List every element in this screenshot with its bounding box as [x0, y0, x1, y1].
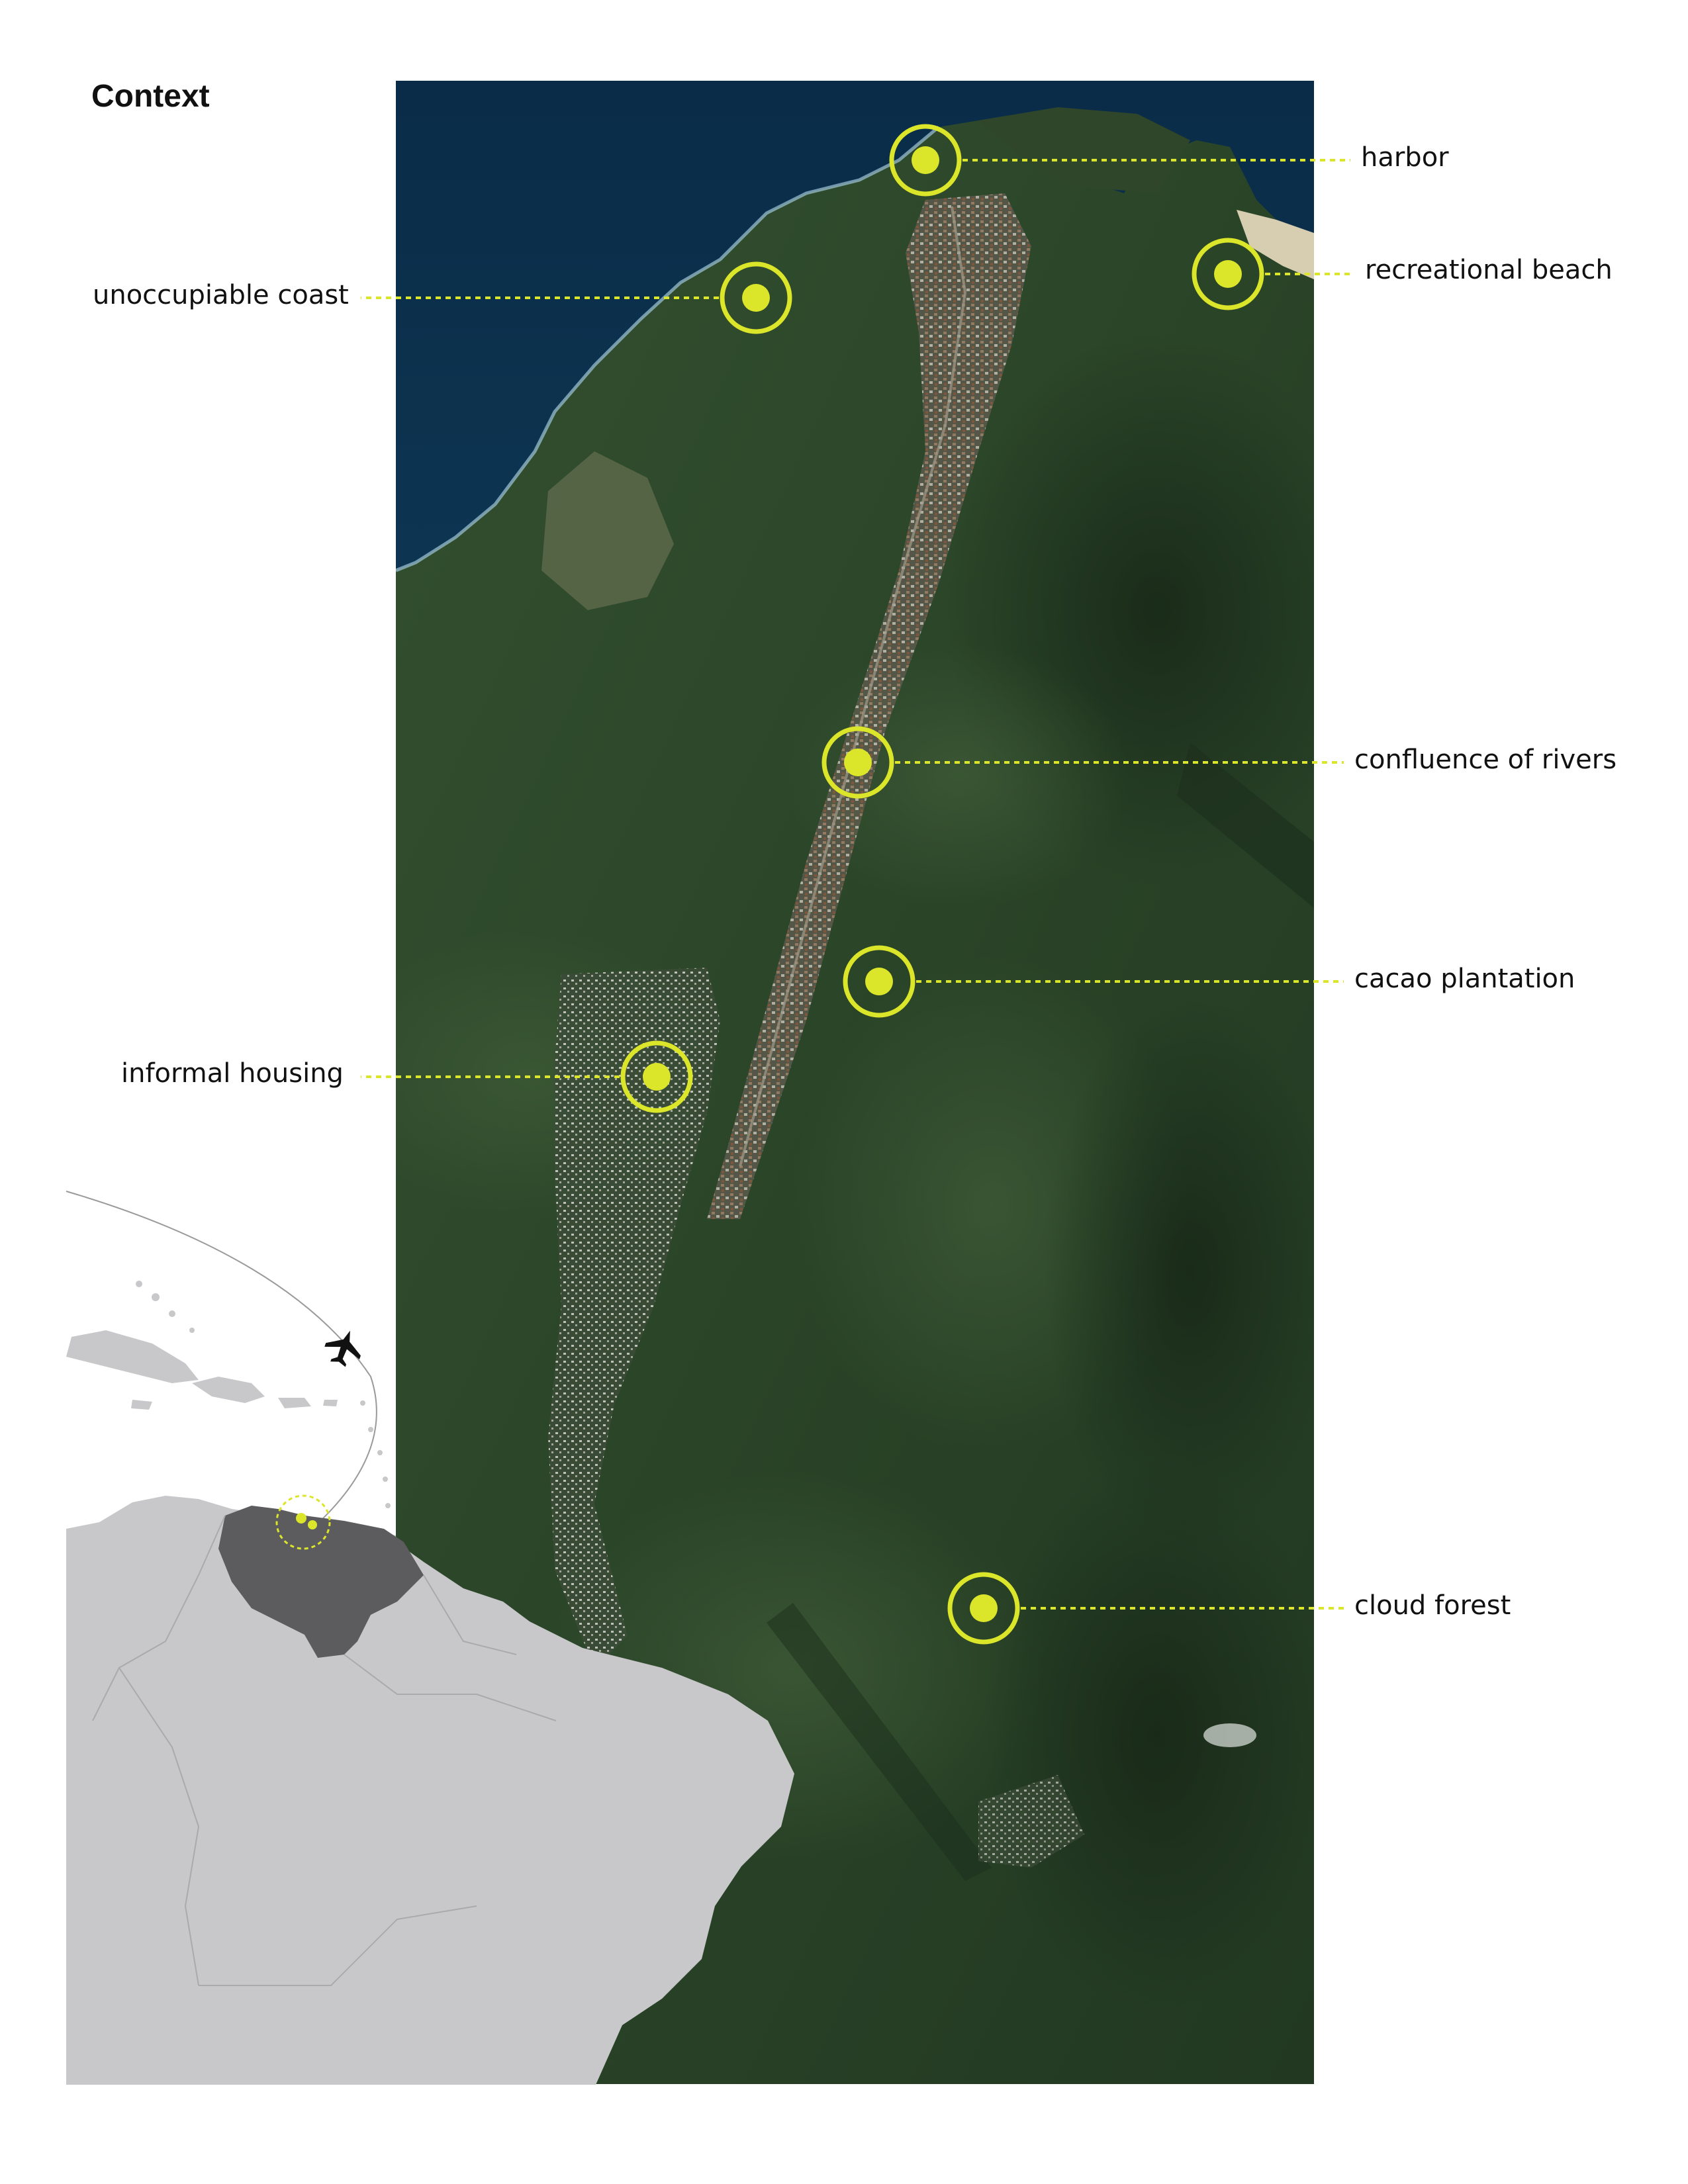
cloud-forest-label: cloud forest — [1354, 1590, 1511, 1621]
unoccupiable-coast-marker-ring — [720, 261, 792, 334]
flight-route-line — [66, 1191, 377, 1536]
locator-ring — [275, 1494, 331, 1550]
cacao-plantation-label: cacao plantation — [1354, 964, 1575, 994]
locator-dot — [296, 1513, 306, 1524]
cloud-forest-marker-ring — [947, 1572, 1020, 1645]
harbor-label: harbor — [1361, 142, 1449, 173]
unoccupiable-coast-marker-dot — [742, 284, 770, 312]
airplane-icon — [324, 1330, 361, 1367]
locator-dot-2 — [308, 1520, 317, 1529]
cacao-plantation-marker-ring — [843, 945, 915, 1018]
recreational-beach-marker-dot — [1214, 260, 1242, 288]
informal-housing-marker-ring — [620, 1040, 693, 1113]
venezuela-highlight — [218, 1506, 424, 1658]
cacao-plantation-marker-dot — [865, 968, 893, 995]
confluence-of-rivers-label: confluence of rivers — [1354, 745, 1617, 775]
harbor-marker-dot — [912, 146, 939, 174]
informal-housing-marker-dot — [643, 1063, 671, 1091]
recreational-beach-label: recreational beach — [1365, 255, 1613, 285]
confluence-of-rivers-marker-dot — [844, 749, 872, 776]
harbor-marker-ring — [889, 124, 962, 197]
caribbean-islands — [66, 1281, 391, 1508]
unoccupiable-coast-label: unoccupiable coast — [93, 280, 349, 310]
page-title: Context — [91, 79, 210, 114]
confluence-of-rivers-marker-ring — [821, 726, 894, 799]
south-america-land — [66, 1496, 794, 2085]
satellite-image — [396, 81, 1314, 2084]
cloud-forest-marker-dot — [970, 1594, 998, 1622]
recreational-beach-marker-ring — [1192, 238, 1264, 310]
informal-housing-label: informal housing — [121, 1058, 344, 1089]
